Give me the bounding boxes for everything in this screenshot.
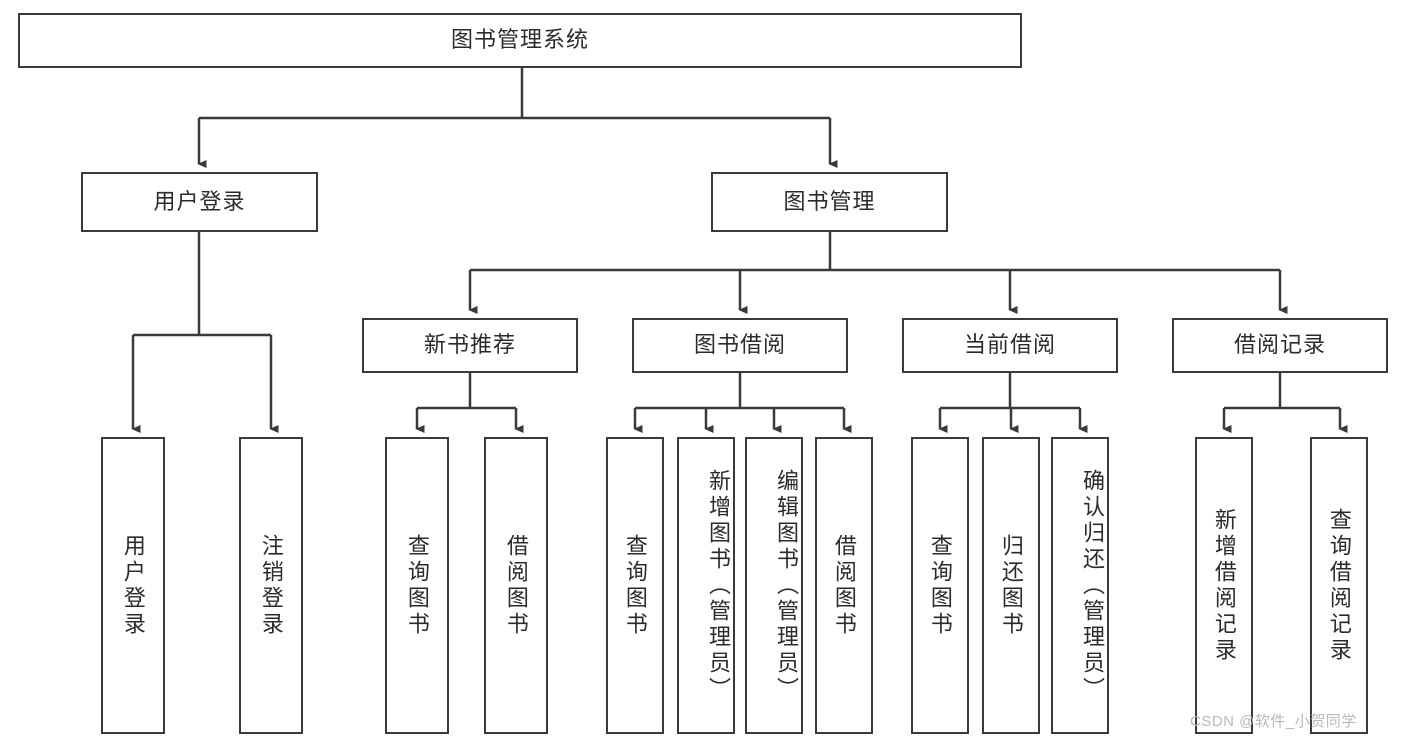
node-leaf-borrow-book-2-label: 借阅图书 [831, 533, 857, 638]
node-book-borrow-label: 图书借阅 [693, 332, 786, 358]
node-leaf-query-book-3[interactable]: 查询图书 [911, 437, 969, 734]
node-new-book-recommend-label: 新书推荐 [423, 332, 516, 358]
node-leaf-query-book-3-label: 查询图书 [927, 533, 953, 638]
node-leaf-edit-book-admin-label: 编辑图书（管理员） [774, 468, 799, 703]
node-leaf-add-borrow-record-label: 新增借阅记录 [1211, 507, 1237, 664]
node-leaf-add-borrow-record[interactable]: 新增借阅记录 [1195, 437, 1253, 734]
node-leaf-logout-login-label: 注销登录 [258, 533, 284, 638]
node-borrow-record[interactable]: 借阅记录 [1172, 318, 1388, 373]
node-leaf-query-book-1[interactable]: 查询图书 [385, 437, 449, 734]
node-leaf-user-login[interactable]: 用户登录 [101, 437, 165, 734]
node-current-borrow[interactable]: 当前借阅 [902, 318, 1118, 373]
node-borrow-record-label: 借阅记录 [1233, 332, 1326, 358]
node-leaf-confirm-return-admin-label: 确认归还（管理员） [1080, 468, 1105, 703]
node-leaf-return-book-label: 归还图书 [998, 533, 1024, 638]
current-borrow-connectors [938, 373, 1088, 433]
book-borrow-connectors [633, 373, 852, 433]
node-leaf-add-book-admin-label: 新增图书（管理员） [706, 468, 731, 703]
node-leaf-query-book-2[interactable]: 查询图书 [606, 437, 664, 734]
node-leaf-query-book-1-label: 查询图书 [404, 533, 430, 638]
node-root[interactable]: 图书管理系统 [18, 13, 1022, 68]
node-book-manage[interactable]: 图书管理 [711, 172, 948, 232]
node-user-login[interactable]: 用户登录 [81, 172, 318, 232]
node-leaf-query-book-2-label: 查询图书 [622, 533, 648, 638]
node-leaf-add-book-admin[interactable]: 新增图书（管理员） [677, 437, 735, 734]
node-leaf-query-borrow-record-label: 查询借阅记录 [1326, 507, 1352, 664]
book-manage-connectors [468, 232, 1288, 314]
node-leaf-return-book[interactable]: 归还图书 [982, 437, 1040, 734]
node-leaf-borrow-book-1[interactable]: 借阅图书 [484, 437, 548, 734]
user-login-connectors [131, 232, 279, 433]
node-book-manage-label: 图书管理 [783, 188, 876, 214]
watermark-text: CSDN @软件_小贺同学 [1190, 713, 1357, 730]
node-leaf-edit-book-admin[interactable]: 编辑图书（管理员） [745, 437, 803, 734]
node-book-borrow[interactable]: 图书借阅 [632, 318, 848, 373]
node-leaf-user-login-label: 用户登录 [120, 533, 146, 638]
node-user-login-label: 用户登录 [153, 188, 246, 214]
root-connectors [197, 68, 838, 168]
node-leaf-borrow-book-1-label: 借阅图书 [503, 533, 529, 638]
new-book-recommend-connectors [415, 373, 524, 433]
node-current-borrow-label: 当前借阅 [963, 332, 1056, 358]
node-leaf-logout-login[interactable]: 注销登录 [239, 437, 303, 734]
borrow-record-connectors [1222, 373, 1348, 433]
node-leaf-borrow-book-2[interactable]: 借阅图书 [815, 437, 873, 734]
node-new-book-recommend[interactable]: 新书推荐 [362, 318, 578, 373]
node-root-label: 图书管理系统 [450, 27, 589, 53]
node-leaf-confirm-return-admin[interactable]: 确认归还（管理员） [1051, 437, 1109, 734]
node-leaf-query-borrow-record[interactable]: 查询借阅记录 [1310, 437, 1368, 734]
